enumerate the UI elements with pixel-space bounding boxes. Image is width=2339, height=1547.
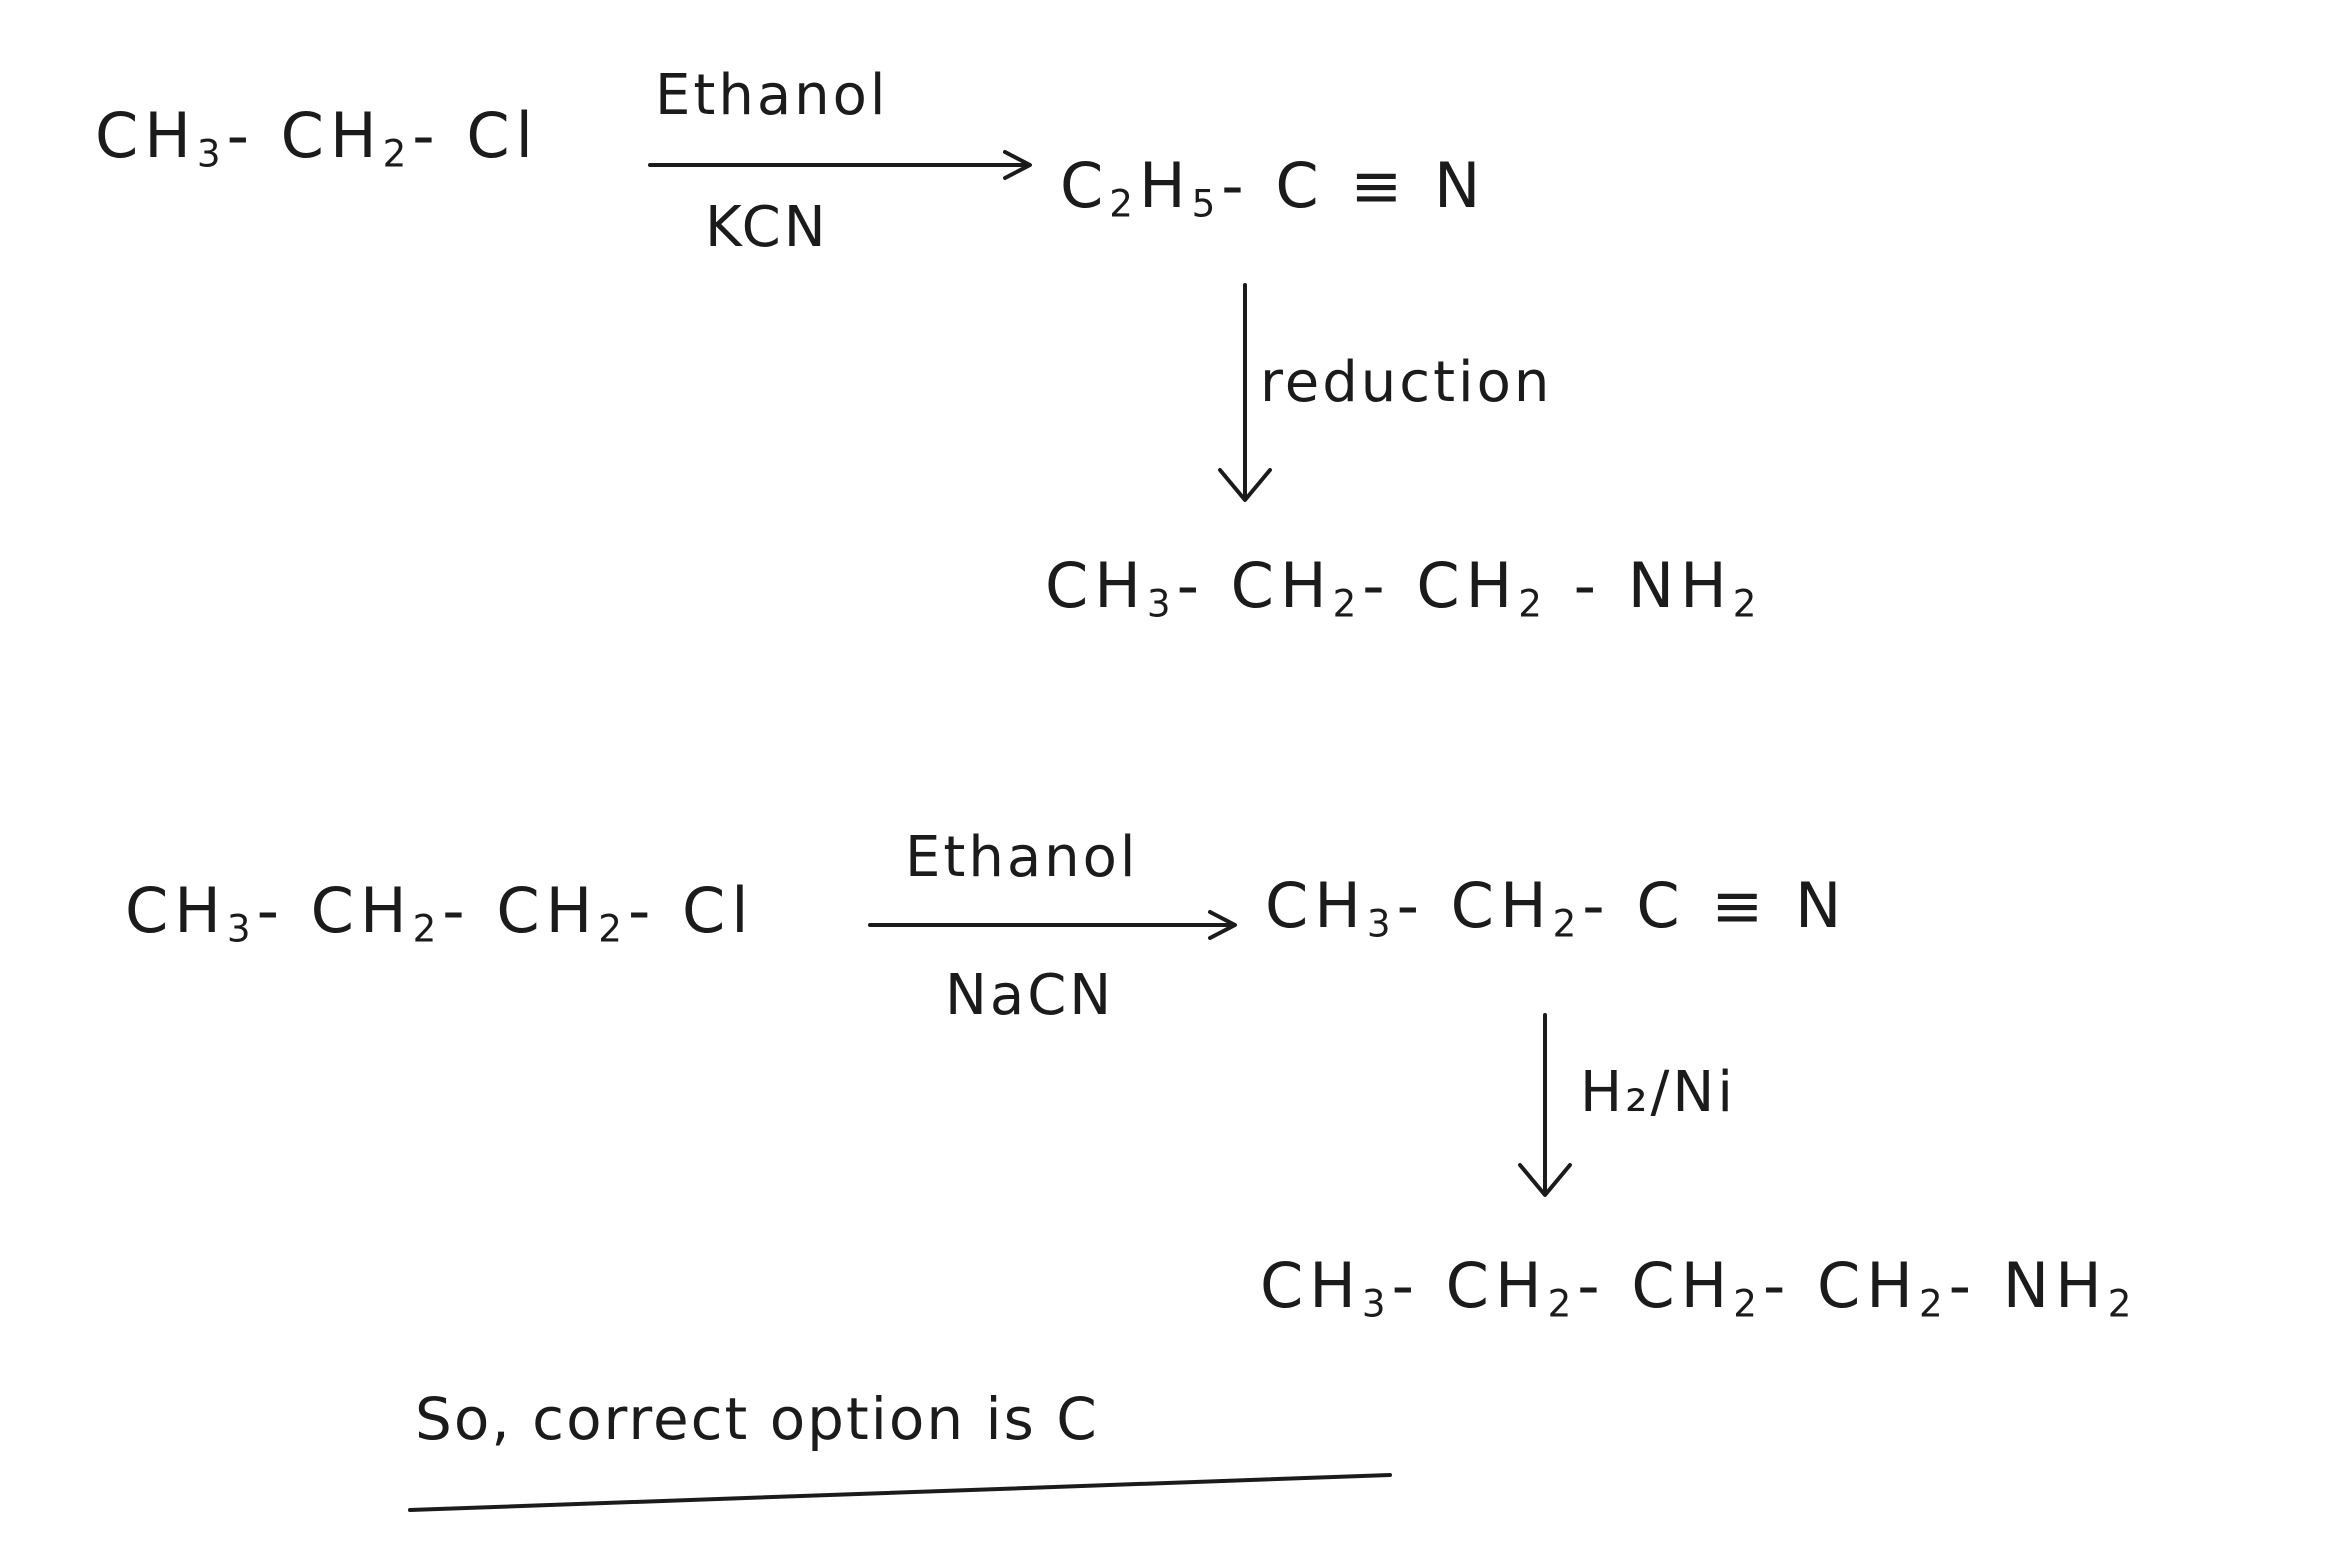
r1-arrowhead — [1003, 150, 1032, 180]
r2-product: CH3- CH2- C ≡ N — [1265, 869, 1848, 946]
r1-reagent-bottom: KCN — [705, 195, 829, 260]
r2-reagent-top: Ethanol — [905, 825, 1139, 890]
r1-step2-label: reduction — [1260, 350, 1553, 415]
conclusion-underline — [408, 1473, 1392, 1512]
r2-reactant: CH3- CH2- CH2- Cl — [125, 874, 755, 951]
r2-final-product: CH3- CH2- CH2- CH2- NH2 — [1260, 1249, 2138, 1326]
conclusion-text: So, correct option is C — [415, 1385, 1099, 1453]
r2-down-arrowhead — [1518, 1163, 1572, 1197]
r1-down-arrowhead — [1218, 468, 1272, 502]
r1-final-product: CH3- CH2- CH2 - NH2 — [1045, 549, 1763, 626]
r1-reagent-top: Ethanol — [655, 63, 889, 128]
r1-product: C2H5- C ≡ N — [1060, 149, 1487, 226]
r2-arrowhead — [1208, 910, 1237, 940]
r2-reagent-bottom: NaCN — [945, 963, 1115, 1028]
r2-step2-label: H₂/Ni — [1580, 1060, 1736, 1125]
r1-reactant: CH3- CH2- Cl — [95, 99, 539, 176]
